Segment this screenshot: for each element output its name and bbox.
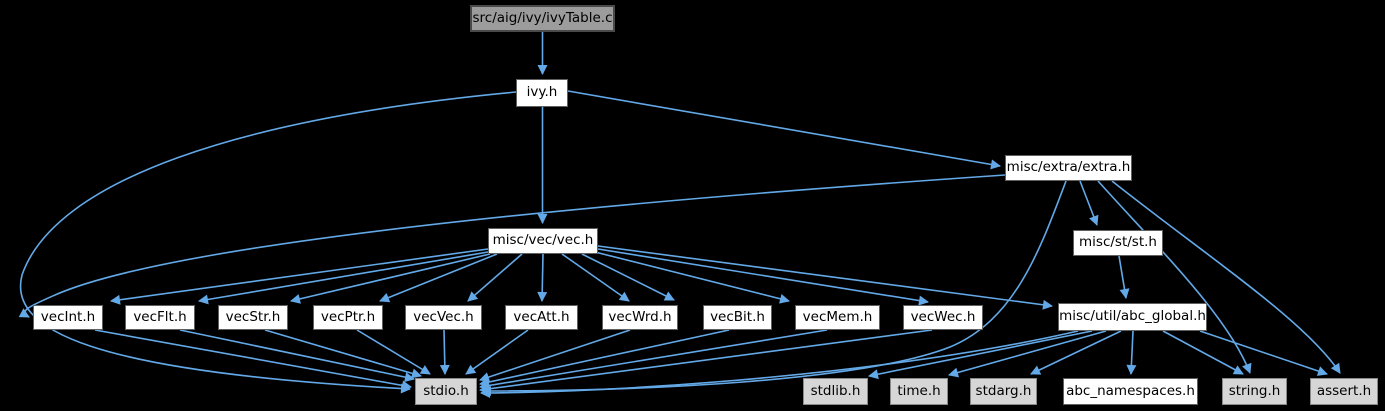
edge-vecVec-to-stdio (439, 329, 450, 375)
node-vecFlt[interactable]: vecFlt.h (125, 305, 195, 330)
edge-extra-to-st (1079, 180, 1099, 226)
node-vec[interactable]: misc/vec/vec.h (488, 228, 598, 254)
node-vecBit[interactable]: vecBit.h (703, 305, 772, 330)
node-ivyTable: src/aig/ivy/ivyTable.c (470, 5, 615, 32)
edge-vec-to-vecFlt (198, 251, 489, 305)
edge-abc_global-to-string (1162, 330, 1244, 375)
edge-vecWec-to-stdio (479, 329, 933, 394)
edge-vec-to-vecVec (467, 253, 523, 302)
edge-vecWrd-to-stdio (479, 329, 631, 382)
node-abc_global[interactable]: misc/util/abc_global.h (1058, 303, 1207, 331)
edge-extra-to-string (1097, 180, 1252, 374)
edge-abc_global-to-abc_namespaces (1126, 330, 1137, 375)
edge-abc_global-to-stdio (480, 330, 1079, 398)
node-stdio: stdio.h (415, 378, 477, 405)
edge-vec-to-vecPtr (379, 253, 498, 303)
edge-vecMem-to-stdio (479, 329, 828, 391)
edge-ivy-to-stdio (19, 91, 517, 394)
edge-vec-to-abc_global (597, 245, 1053, 310)
edge-abc_global-to-assert (1199, 330, 1328, 376)
node-vecPtr[interactable]: vecPtr.h (313, 305, 383, 330)
edge-vec-to-vecInt (110, 248, 489, 305)
node-st[interactable]: misc/st/st.h (1073, 230, 1163, 256)
node-time: time.h (890, 378, 948, 405)
edge-vecBit-to-stdio (479, 329, 730, 387)
edge-extra-to-stdio (481, 180, 1067, 396)
edge-abc_global-to-stdlib (868, 330, 1093, 380)
edge-vec-to-vecStr (290, 253, 491, 304)
edge-abc_global-to-time (948, 330, 1107, 378)
node-string: string.h (1222, 378, 1287, 405)
edge-vec-to-vecWec (597, 248, 929, 306)
node-stdarg: stdarg.h (970, 378, 1037, 405)
edge-vecFlt-to-stdio (179, 329, 415, 383)
node-vecAtt[interactable]: vecAtt.h (505, 305, 578, 330)
edge-vecAtt-to-stdio (465, 329, 529, 375)
node-vecVec[interactable]: vecVec.h (405, 305, 482, 330)
edge-vecStr-to-stdio (264, 329, 422, 379)
edge-vecPtr-to-stdio (356, 329, 431, 375)
node-ivy[interactable]: ivy.h (516, 79, 568, 107)
node-vecWec[interactable]: vecWec.h (903, 305, 983, 330)
edge-vec-to-vecAtt (537, 253, 548, 302)
edge-vec-to-vecWrd (561, 253, 630, 302)
node-abc_namespaces[interactable]: abc_namespaces.h (1063, 378, 1198, 405)
node-stdlib: stdlib.h (803, 378, 868, 405)
node-extra[interactable]: misc/extra/extra.h (1005, 155, 1132, 181)
node-vecInt[interactable]: vecInt.h (33, 305, 103, 330)
node-vecMem[interactable]: vecMem.h (795, 305, 880, 330)
edge-vec-to-vecMem (594, 251, 790, 304)
edge-st-to-abc_global (1118, 255, 1130, 299)
edge-ivy-to-extra (567, 90, 1001, 170)
edge-vec-to-vecBit (581, 253, 675, 301)
edge-abc_global-to-stdarg (1030, 330, 1122, 375)
node-vecStr[interactable]: vecStr.h (218, 305, 288, 330)
edge-extra-to-vecInt (18, 174, 1006, 318)
node-vecWrd[interactable]: vecWrd.h (602, 305, 678, 330)
edge-vecInt-to-stdio (94, 329, 412, 391)
edge-extra-to-assert (1111, 180, 1341, 374)
node-assert: assert.h (1310, 378, 1378, 405)
